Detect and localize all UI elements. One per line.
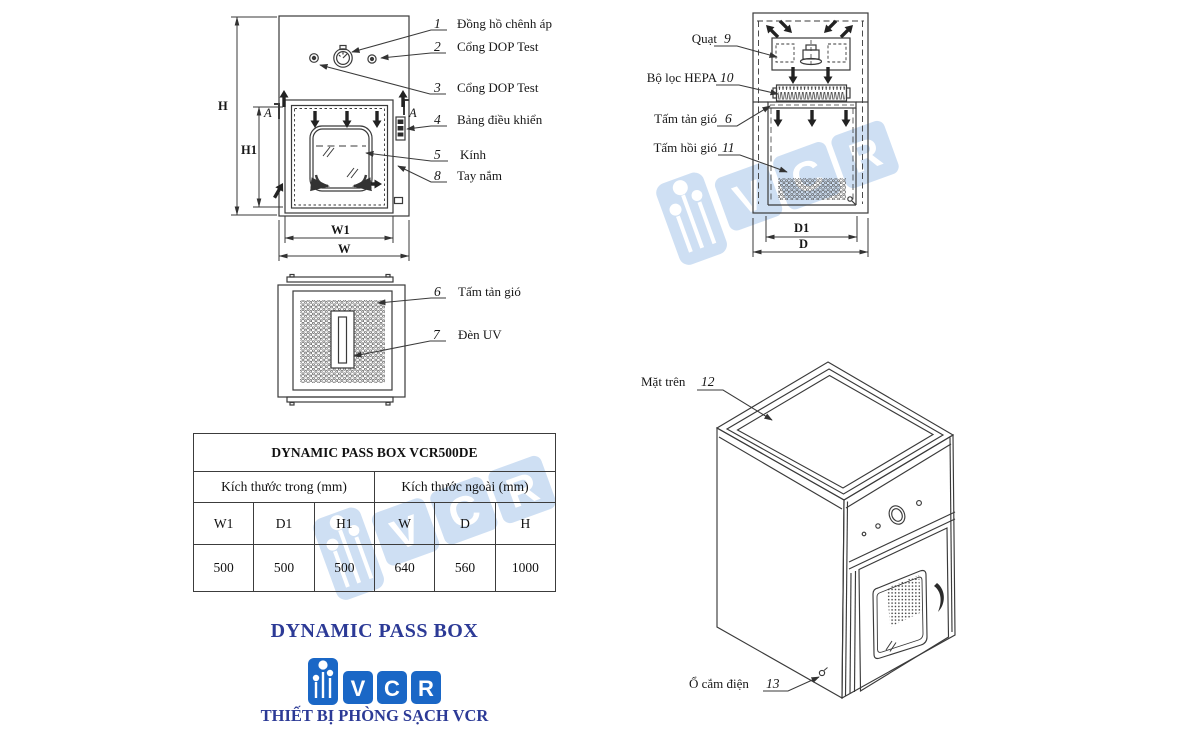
dimension-lines-section: [752, 216, 869, 257]
section-callout-11-number: 11: [722, 140, 735, 155]
front-view-drawing: [231, 15, 448, 261]
bottom-callout-7-label: Đèn UV: [458, 327, 502, 342]
iso-callout-12-label: Mặt trên: [641, 374, 686, 389]
bottom-callout-7-number: 7: [433, 327, 440, 342]
spec-header-w1: W1: [192, 502, 255, 545]
section-view-drawing: [714, 12, 869, 257]
spec-header-d: D: [434, 502, 496, 545]
front-callout-1-label: Đồng hồ chênh áp: [457, 16, 552, 31]
dim-label-w1: W1: [331, 223, 350, 237]
spec-value-h: 1000: [494, 544, 557, 592]
section-callout-9-number: 9: [724, 31, 731, 46]
bottom-view-drawing: [277, 273, 446, 406]
spec-table-title: DYNAMIC PASS BOX VCR500DE: [193, 433, 556, 472]
spec-header-d1: D1: [253, 502, 315, 545]
leader-lines-bottom: [353, 297, 446, 358]
uv-lamp-slot: [330, 310, 355, 369]
spec-value-w: 640: [373, 544, 436, 592]
dimension-lines-front: [231, 16, 410, 261]
logo-letter-v: V: [351, 676, 366, 701]
dim-label-w: W: [338, 242, 351, 256]
section-callout-10-number: 10: [720, 70, 734, 85]
dim-label-h: H: [218, 99, 228, 113]
logo-letter-r: R: [418, 676, 434, 701]
front-callout-2-label: Cổng DOP Test: [457, 39, 539, 54]
logo-pins-icon: [312, 660, 334, 698]
dim-label-h1: H1: [241, 143, 257, 157]
leader-lines-front: [319, 29, 448, 183]
front-callout-4-number: 4: [434, 112, 441, 127]
logo-letter-c: C: [384, 676, 400, 701]
vcr-logo: V C R: [308, 658, 441, 705]
front-callout-8-number: 8: [434, 168, 441, 183]
spec-header-w: W: [373, 502, 436, 545]
spec-value-d1: 500: [253, 544, 315, 592]
front-callout-3-label: Cổng DOP Test: [457, 80, 539, 95]
door-latch: [393, 196, 404, 205]
iso-door: [858, 527, 950, 693]
front-callout-3-number: 3: [434, 80, 441, 95]
bottom-callout-6-label: Tấm tản gió: [458, 284, 521, 299]
spec-value-w1: 500: [192, 544, 255, 592]
spec-group-outer: Kích thước ngoài (mm): [373, 471, 557, 503]
iso-callout-12-number: 12: [701, 374, 715, 389]
section-callout-11-label: Tấm hồi gió: [653, 140, 717, 155]
front-callout-1-number: 1: [434, 16, 441, 31]
section-callout-6-number: 6: [725, 111, 732, 126]
control-panel-icon: [395, 116, 406, 141]
section-mark-a-right: A: [409, 106, 417, 120]
section-callout-9-label: Quạt: [691, 31, 717, 46]
pressure-gauge-icon: [333, 44, 353, 68]
airflow-arrows: [270, 89, 409, 201]
front-callout-5-number: 5: [434, 147, 441, 162]
front-callout-2-number: 2: [434, 39, 441, 54]
iso-callout-13-label: Ổ cắm điện: [689, 676, 749, 691]
spec-header-h: H: [494, 502, 557, 545]
spec-header-h1: H1: [313, 502, 375, 545]
fan-assembly: [771, 37, 851, 71]
iso-gauge: [861, 500, 922, 537]
bottom-callout-6-number: 6: [434, 284, 441, 299]
front-callout-4-label: Bảng điều khiển: [457, 112, 543, 127]
section-mark-a-left: A: [264, 106, 272, 120]
diffuser-plate: [753, 101, 868, 109]
iso-callout-13-number: 13: [766, 676, 780, 691]
dim-label-d: D: [799, 237, 809, 251]
section-callout-6-label: Tấm tản gió: [654, 111, 717, 126]
leader-lines-iso: [697, 389, 820, 692]
door-window: [309, 125, 373, 192]
front-callout-8-label: Tay nắm: [457, 168, 502, 183]
iso-power-socket: [818, 667, 828, 677]
iso-handle: [934, 583, 944, 612]
spec-value-d: 560: [434, 544, 496, 592]
iso-door-window: [872, 569, 928, 660]
product-title: DYNAMIC PASS BOX: [270, 620, 479, 642]
leader-lines-section: [714, 45, 788, 173]
dim-label-d1: D1: [794, 221, 810, 235]
hepa-filter: [772, 84, 851, 102]
brand-subtitle: THIẾT BỊ PHÒNG SẠCH VCR: [260, 706, 489, 725]
front-callout-5-label: Kính: [460, 147, 486, 162]
isometric-view-drawing: [697, 361, 956, 699]
return-air-grid: [778, 178, 846, 200]
dop-port-icon: [309, 53, 377, 64]
spec-group-inner: Kích thước trong (mm): [193, 471, 375, 503]
section-callout-10-label: Bộ lọc HEPA: [646, 70, 717, 85]
spec-table: DYNAMIC PASS BOX VCR500DE Kích thước tro…: [192, 433, 557, 592]
spec-value-h1: 500: [313, 544, 375, 592]
